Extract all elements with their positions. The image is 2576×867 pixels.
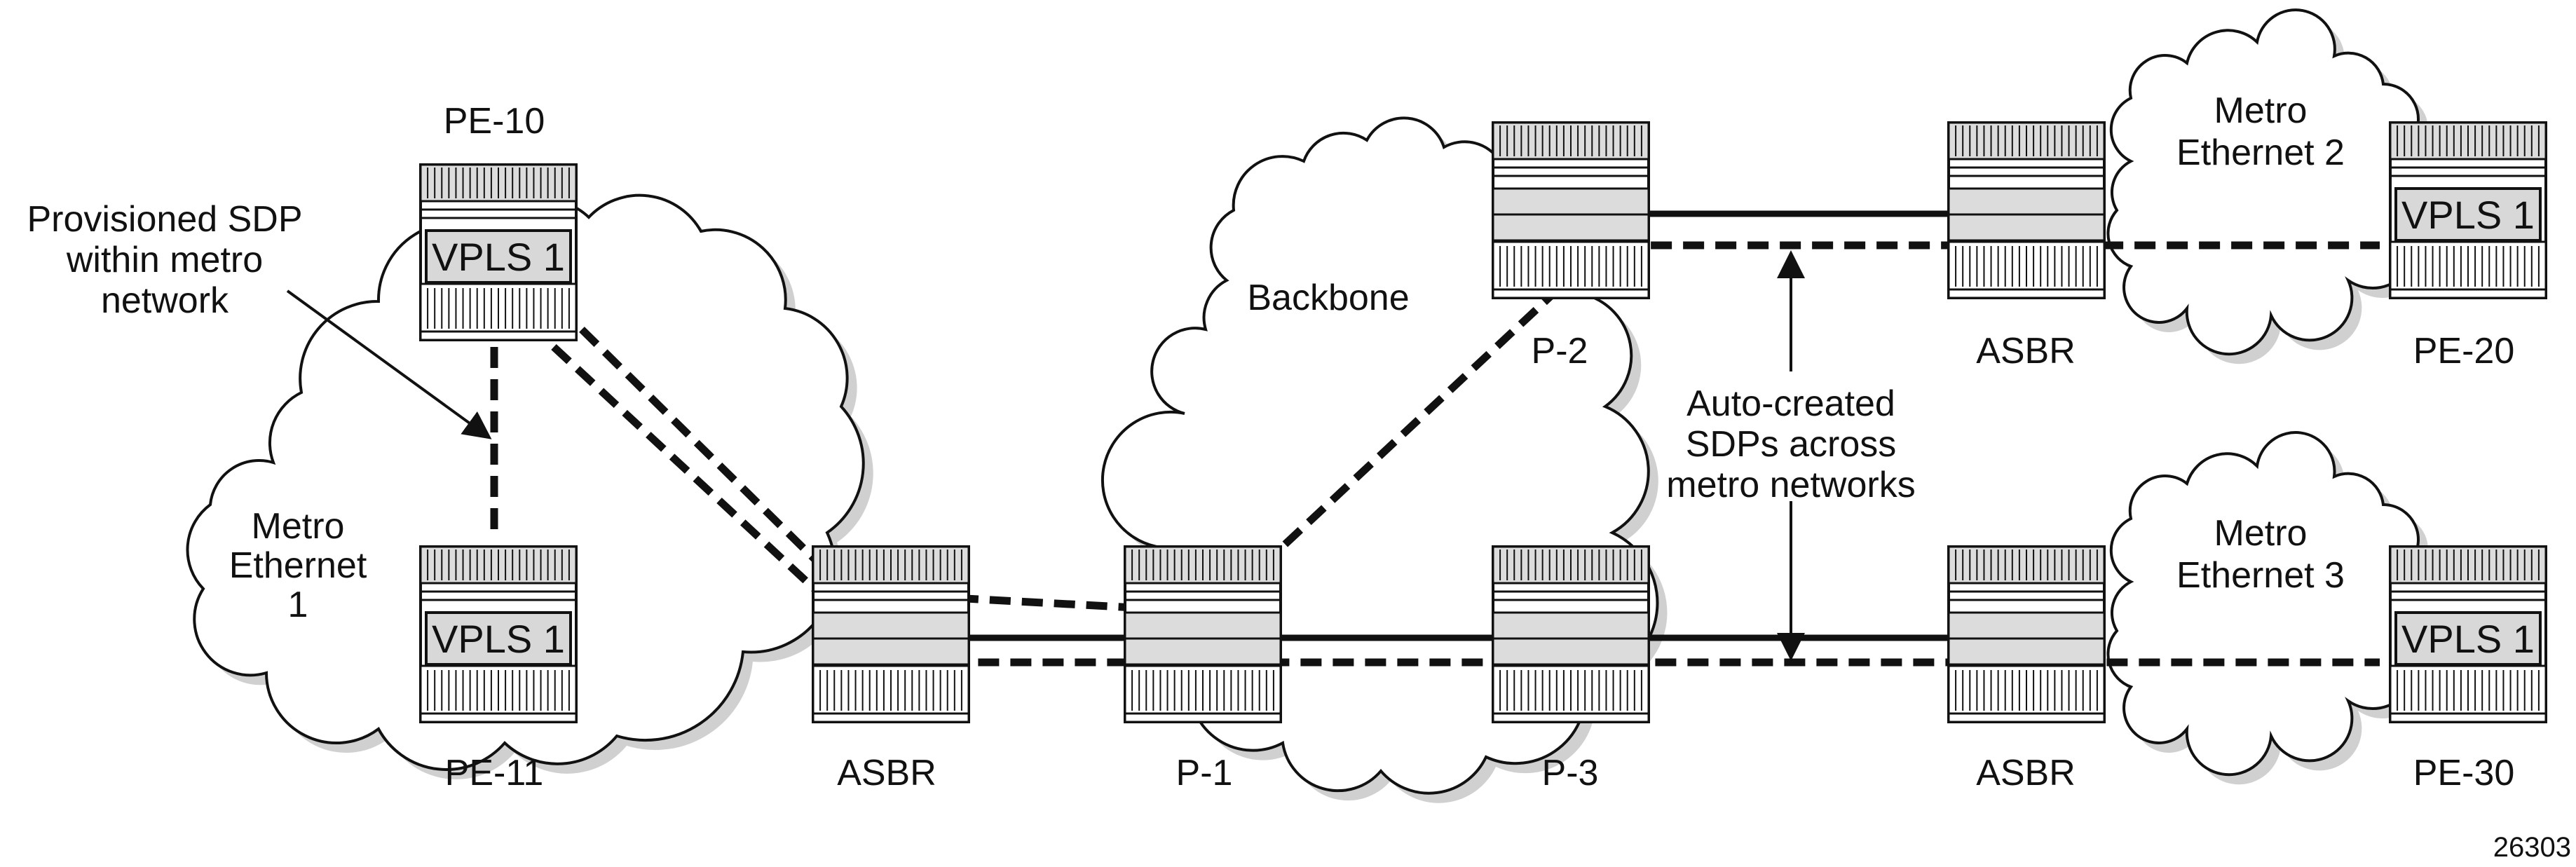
pe10-label: PE-10	[444, 101, 545, 142]
asbr2-router-icon	[1947, 121, 2106, 299]
pe11-vpls-label: VPLS 1	[432, 617, 565, 661]
pe10-vpls-label: VPLS 1	[432, 235, 565, 279]
pe20-router-icon: VPLS 1	[2389, 121, 2547, 299]
asbr3-router-icon	[1947, 545, 2106, 723]
p3-label: P-3	[1542, 753, 1599, 793]
pe30-vpls-label: VPLS 1	[2401, 617, 2535, 661]
sdp-pe10-pe20	[579, 241, 2380, 616]
pe11-vpls-box	[425, 611, 572, 666]
pe30-vpls-box	[2394, 611, 2542, 666]
pe11-router-icon: VPLS 1	[419, 545, 578, 723]
pe20-label: PE-20	[2413, 331, 2515, 371]
p2-label: P-2	[1532, 331, 1588, 371]
asbr1-router-icon	[812, 545, 970, 723]
p1-router-icon	[1124, 545, 1282, 723]
pe20-vpls-label: VPLS 1	[2401, 193, 2535, 237]
pe30-router-icon: VPLS 1	[2389, 545, 2547, 723]
p3-router-icon	[1492, 545, 1650, 723]
pe10-vpls-box	[425, 229, 572, 284]
backbone-cloud-label: Backbone	[1247, 278, 1409, 318]
pe30-label: PE-30	[2413, 753, 2515, 793]
asbr2-label: ASBR	[1976, 331, 2076, 371]
figure-id: 26303	[2493, 832, 2571, 863]
p1-label: P-1	[1176, 753, 1233, 793]
pe10-router-icon: VPLS 1	[419, 163, 578, 341]
provisioned-sdp-arrow	[286, 289, 492, 439]
asbr1-label: ASBR	[837, 753, 936, 793]
asbr3-label: ASBR	[1976, 753, 2076, 793]
p2-router-icon	[1492, 121, 1650, 299]
pe20-vpls-box	[2394, 187, 2542, 242]
pe11-label: PE-11	[445, 753, 544, 793]
